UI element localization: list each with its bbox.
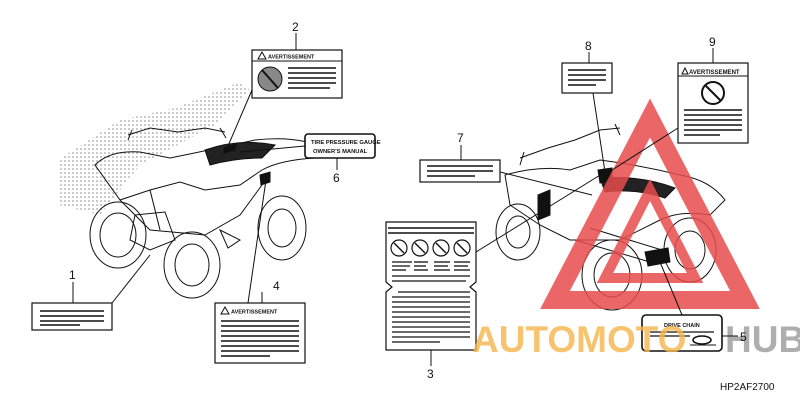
watermark-logo xyxy=(540,98,760,309)
callout-1: 1 xyxy=(69,268,76,282)
callout-numbers: 1 2 3 4 5 6 7 8 9 xyxy=(69,20,747,381)
callout-8: 8 xyxy=(585,39,592,53)
watermark-text: AUTOMOTO HUB xyxy=(472,319,800,360)
diagram-code: HP2AF2700 xyxy=(720,382,775,393)
label-1 xyxy=(31,302,113,331)
callout-2: 2 xyxy=(292,20,299,34)
callout-6: 6 xyxy=(333,171,340,185)
callout-5: 5 xyxy=(740,330,747,344)
label-2-heading: AVERTISSEMENT xyxy=(268,55,315,61)
callout-9: 9 xyxy=(709,35,716,49)
label-7 xyxy=(419,159,501,183)
label-8 xyxy=(561,62,613,94)
label-2: AVERTISSEMENT xyxy=(251,49,343,99)
watermark-text-hub: HUB xyxy=(725,319,800,360)
label-6-line-2: OWNER'S MANUAL xyxy=(313,149,368,155)
label-5-heading: DRIVE CHAIN xyxy=(664,323,700,329)
atv-front-view xyxy=(58,82,332,299)
label-4: AVERTISSEMENT xyxy=(214,302,306,364)
label-9-heading: AVERTISSEMENT xyxy=(689,70,740,76)
callout-4: 4 xyxy=(273,279,280,293)
label-6-line-1: TIRE PRESSURE GAUGE xyxy=(311,140,381,146)
label-4-heading: AVERTISSEMENT xyxy=(231,310,278,316)
label-9: AVERTISSEMENT xyxy=(677,62,749,144)
watermark-text-automoto: AUTOMOTO xyxy=(472,319,686,360)
callout-3: 3 xyxy=(427,367,434,381)
label-3 xyxy=(385,221,477,351)
label-6: TIRE PRESSURE GAUGE OWNER'S MANUAL xyxy=(304,133,381,159)
leader-lines xyxy=(72,33,738,366)
label-5: DRIVE CHAIN xyxy=(641,314,723,352)
callout-7: 7 xyxy=(457,131,464,145)
